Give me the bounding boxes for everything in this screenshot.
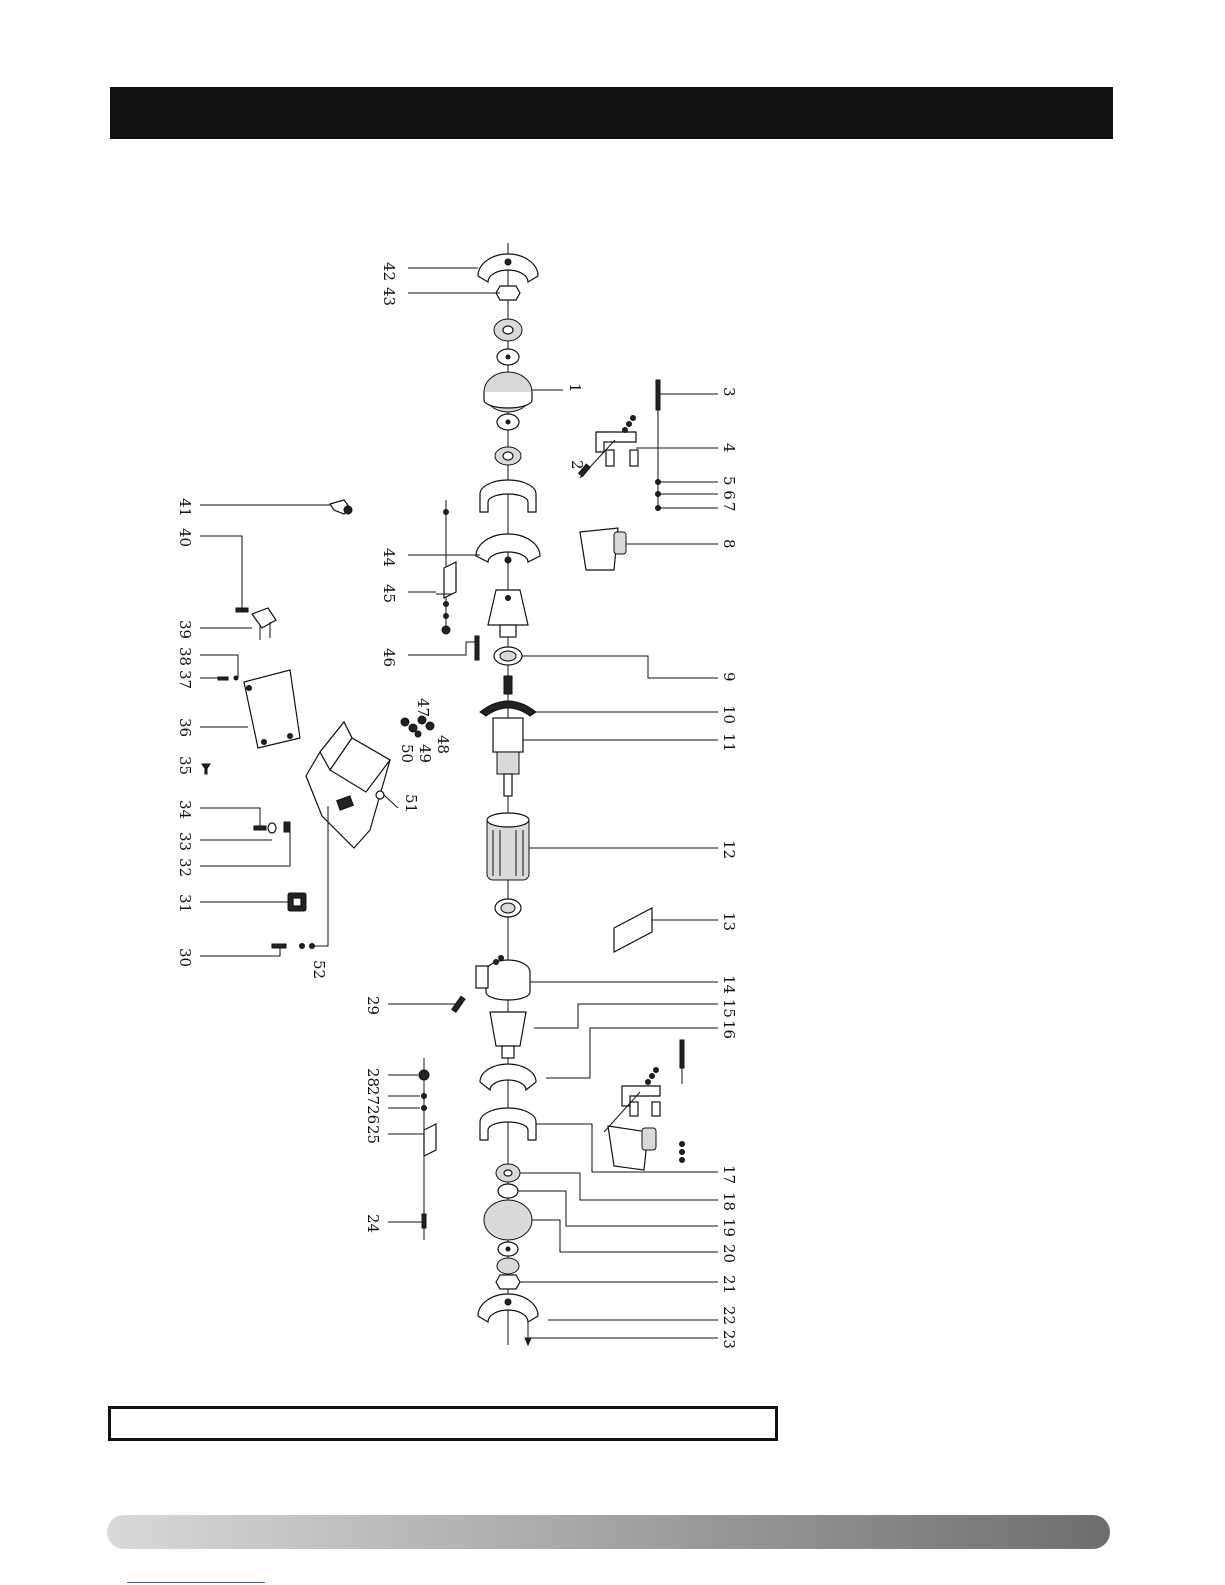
label-24: 24 [364,1214,382,1233]
tool-rest-upper [579,380,661,511]
label-21: 21 [720,1275,738,1294]
label-17: 17 [720,1165,738,1184]
label-7: 7 [720,502,738,512]
grinding-wheel-1 [484,372,532,412]
label-33: 33 [176,832,194,851]
leader-lines [200,268,718,1338]
washer-upper [497,349,519,365]
label-12: 12 [720,840,738,859]
bottom-nut [496,1275,520,1289]
label-32: 32 [176,858,194,877]
part-labels: 1 2 3 4 5 6 7 8 9 10 11 12 13 14 15 16 1… [176,262,738,1349]
stator-field [487,813,529,880]
bearing-upper [494,647,522,665]
label-plate [614,908,652,952]
bearing-lower [495,899,521,917]
label-38: 38 [176,647,194,666]
label-43: 43 [380,287,398,306]
label-50: 50 [398,744,416,763]
eye-shield-lower [608,1126,656,1170]
flange-bottom-upper [496,1164,520,1182]
label-14-15: 14 15 [720,975,738,1018]
upper-inner-guard [476,534,540,563]
label-20: 20 [720,1244,738,1263]
label-18: 18 [720,1192,738,1211]
label-45: 45 [380,584,398,603]
label-8: 8 [720,539,738,549]
label-3: 3 [720,387,738,397]
flange-bottom-lower [497,1258,519,1274]
label-9: 9 [720,672,738,682]
bracket-upper [436,500,456,634]
label-44: 44 [380,548,398,567]
label-35: 35 [176,756,194,775]
washer-lower [497,414,519,430]
screw-46 [475,636,479,660]
power-cord-plug [330,500,352,514]
lower-clamp-band [476,956,530,1001]
motor-end-bell-bottom [490,1012,526,1058]
label-31: 31 [176,894,194,913]
flange-upper [494,319,522,341]
switch-connector [236,608,276,640]
label-13: 13 [720,912,738,931]
label-30: 30 [176,948,194,967]
label-49: 49 [416,744,434,763]
label-51: 51 [402,794,420,813]
caption-box [108,1406,778,1441]
eye-shield-upper [580,528,626,570]
label-29: 29 [364,996,382,1015]
label-4: 4 [720,443,738,453]
label-40: 40 [176,528,194,547]
motor-end-bell-top [488,590,528,637]
label-34: 34 [176,800,194,819]
label-16: 16 [720,1020,738,1039]
label-41: 41 [176,498,194,517]
label-52: 52 [310,960,328,979]
flange-lower [495,447,521,465]
footer-gradient-bar [107,1515,1110,1549]
switch-screws-47-50 [401,716,434,737]
label-22-23: 22 23 [720,1306,738,1349]
label-46: 46 [380,648,398,667]
washer-bottom-upper [498,1184,518,1198]
label-47: 47 [414,698,432,717]
cord-clamp-30 [272,944,315,949]
label-27-26: 2726 [364,1086,382,1124]
label-19: 19 [720,1218,738,1237]
label-1: 1 [566,383,584,393]
base-housing [306,722,390,848]
grinding-wheel-2 [484,1200,532,1240]
label-2: 2 [568,460,586,470]
armature-rotor [493,718,523,796]
label-48: 48 [434,735,452,754]
footer-link-underline [127,1582,265,1583]
label-25: 25 [364,1125,382,1144]
parts-32-34 [254,822,290,833]
bracket-lower [419,1058,436,1240]
screw-35 [202,764,210,774]
label-42: 42 [380,262,398,281]
label-28: 28 [364,1068,382,1087]
label-36: 36 [176,718,194,737]
washer-bottom-lower [498,1242,518,1256]
switch-plate [218,670,300,748]
label-5-6: 5 6 [720,476,738,500]
label-37: 37 [176,670,194,689]
rubber-foot [288,893,306,911]
label-11: 11 [720,733,738,752]
label-10: 10 [720,705,738,724]
label-39: 39 [176,620,194,639]
